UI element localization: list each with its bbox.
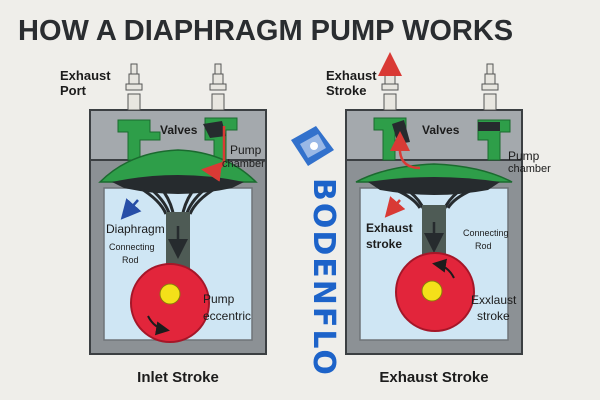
right-pump-chamber-label: Pump chamber xyxy=(508,149,551,175)
flow-arrow-icon xyxy=(201,126,226,182)
inlet-stroke-caption: Inlet Stroke xyxy=(137,369,219,386)
exhaust-port-label: Exhaust Port xyxy=(60,68,114,98)
exhaust-stroke-low-label: Exxlaust stroke xyxy=(471,293,520,323)
rotation-arrow-icon xyxy=(432,258,455,279)
rotation-arrow-icon xyxy=(147,315,170,336)
pump-eccentric-label: Pump eccentric xyxy=(203,292,251,323)
left-eccentric-hub xyxy=(159,283,181,305)
spark-plug-connector-icon xyxy=(381,73,399,111)
right-connecting-rod-label: Connecting Rod xyxy=(463,228,511,251)
bodenflo-logo-icon xyxy=(291,126,334,166)
exhaust-stroke-mid-label: Exhaust stroke xyxy=(366,221,416,251)
right-diaphragm-plate xyxy=(368,177,500,195)
left-pump: Exhaust Port Valves Pump chamber Diaphra… xyxy=(60,63,267,386)
exhaust-stroke-caption: Exhaust Stroke xyxy=(379,369,488,386)
diaphragm-label: Diaphragm xyxy=(106,222,165,236)
flow-arrow-icon xyxy=(390,131,421,170)
right-pump: Exhaust Stroke Valves Pump chamber Exhau… xyxy=(326,52,551,386)
left-pump-chamber-label: Pump chamber xyxy=(222,143,265,170)
watermark-text: BODENFLO xyxy=(306,178,341,377)
left-valve-passage xyxy=(117,119,161,161)
flow-arrow-icon xyxy=(120,198,142,220)
left-valve-flap xyxy=(203,121,226,138)
spark-plug-connector-icon xyxy=(481,63,499,111)
left-valves-label: Valves xyxy=(160,123,198,137)
right-eccentric-hub xyxy=(421,280,443,302)
right-valve-flap-2 xyxy=(478,122,500,131)
flow-arrow-icon xyxy=(384,196,406,218)
exhaust-stroke-top-label: Exhaust Stroke xyxy=(326,68,380,98)
right-valves-label: Valves xyxy=(422,123,460,137)
left-connecting-rod-label: Connecting Rod xyxy=(109,242,157,265)
spark-plug-connector-icon xyxy=(209,63,227,111)
spark-plug-connector-icon xyxy=(125,63,143,111)
page-title: HOW A DIAPHRAGM PUMP WORKS xyxy=(18,15,513,47)
right-diaphragm xyxy=(355,163,513,183)
